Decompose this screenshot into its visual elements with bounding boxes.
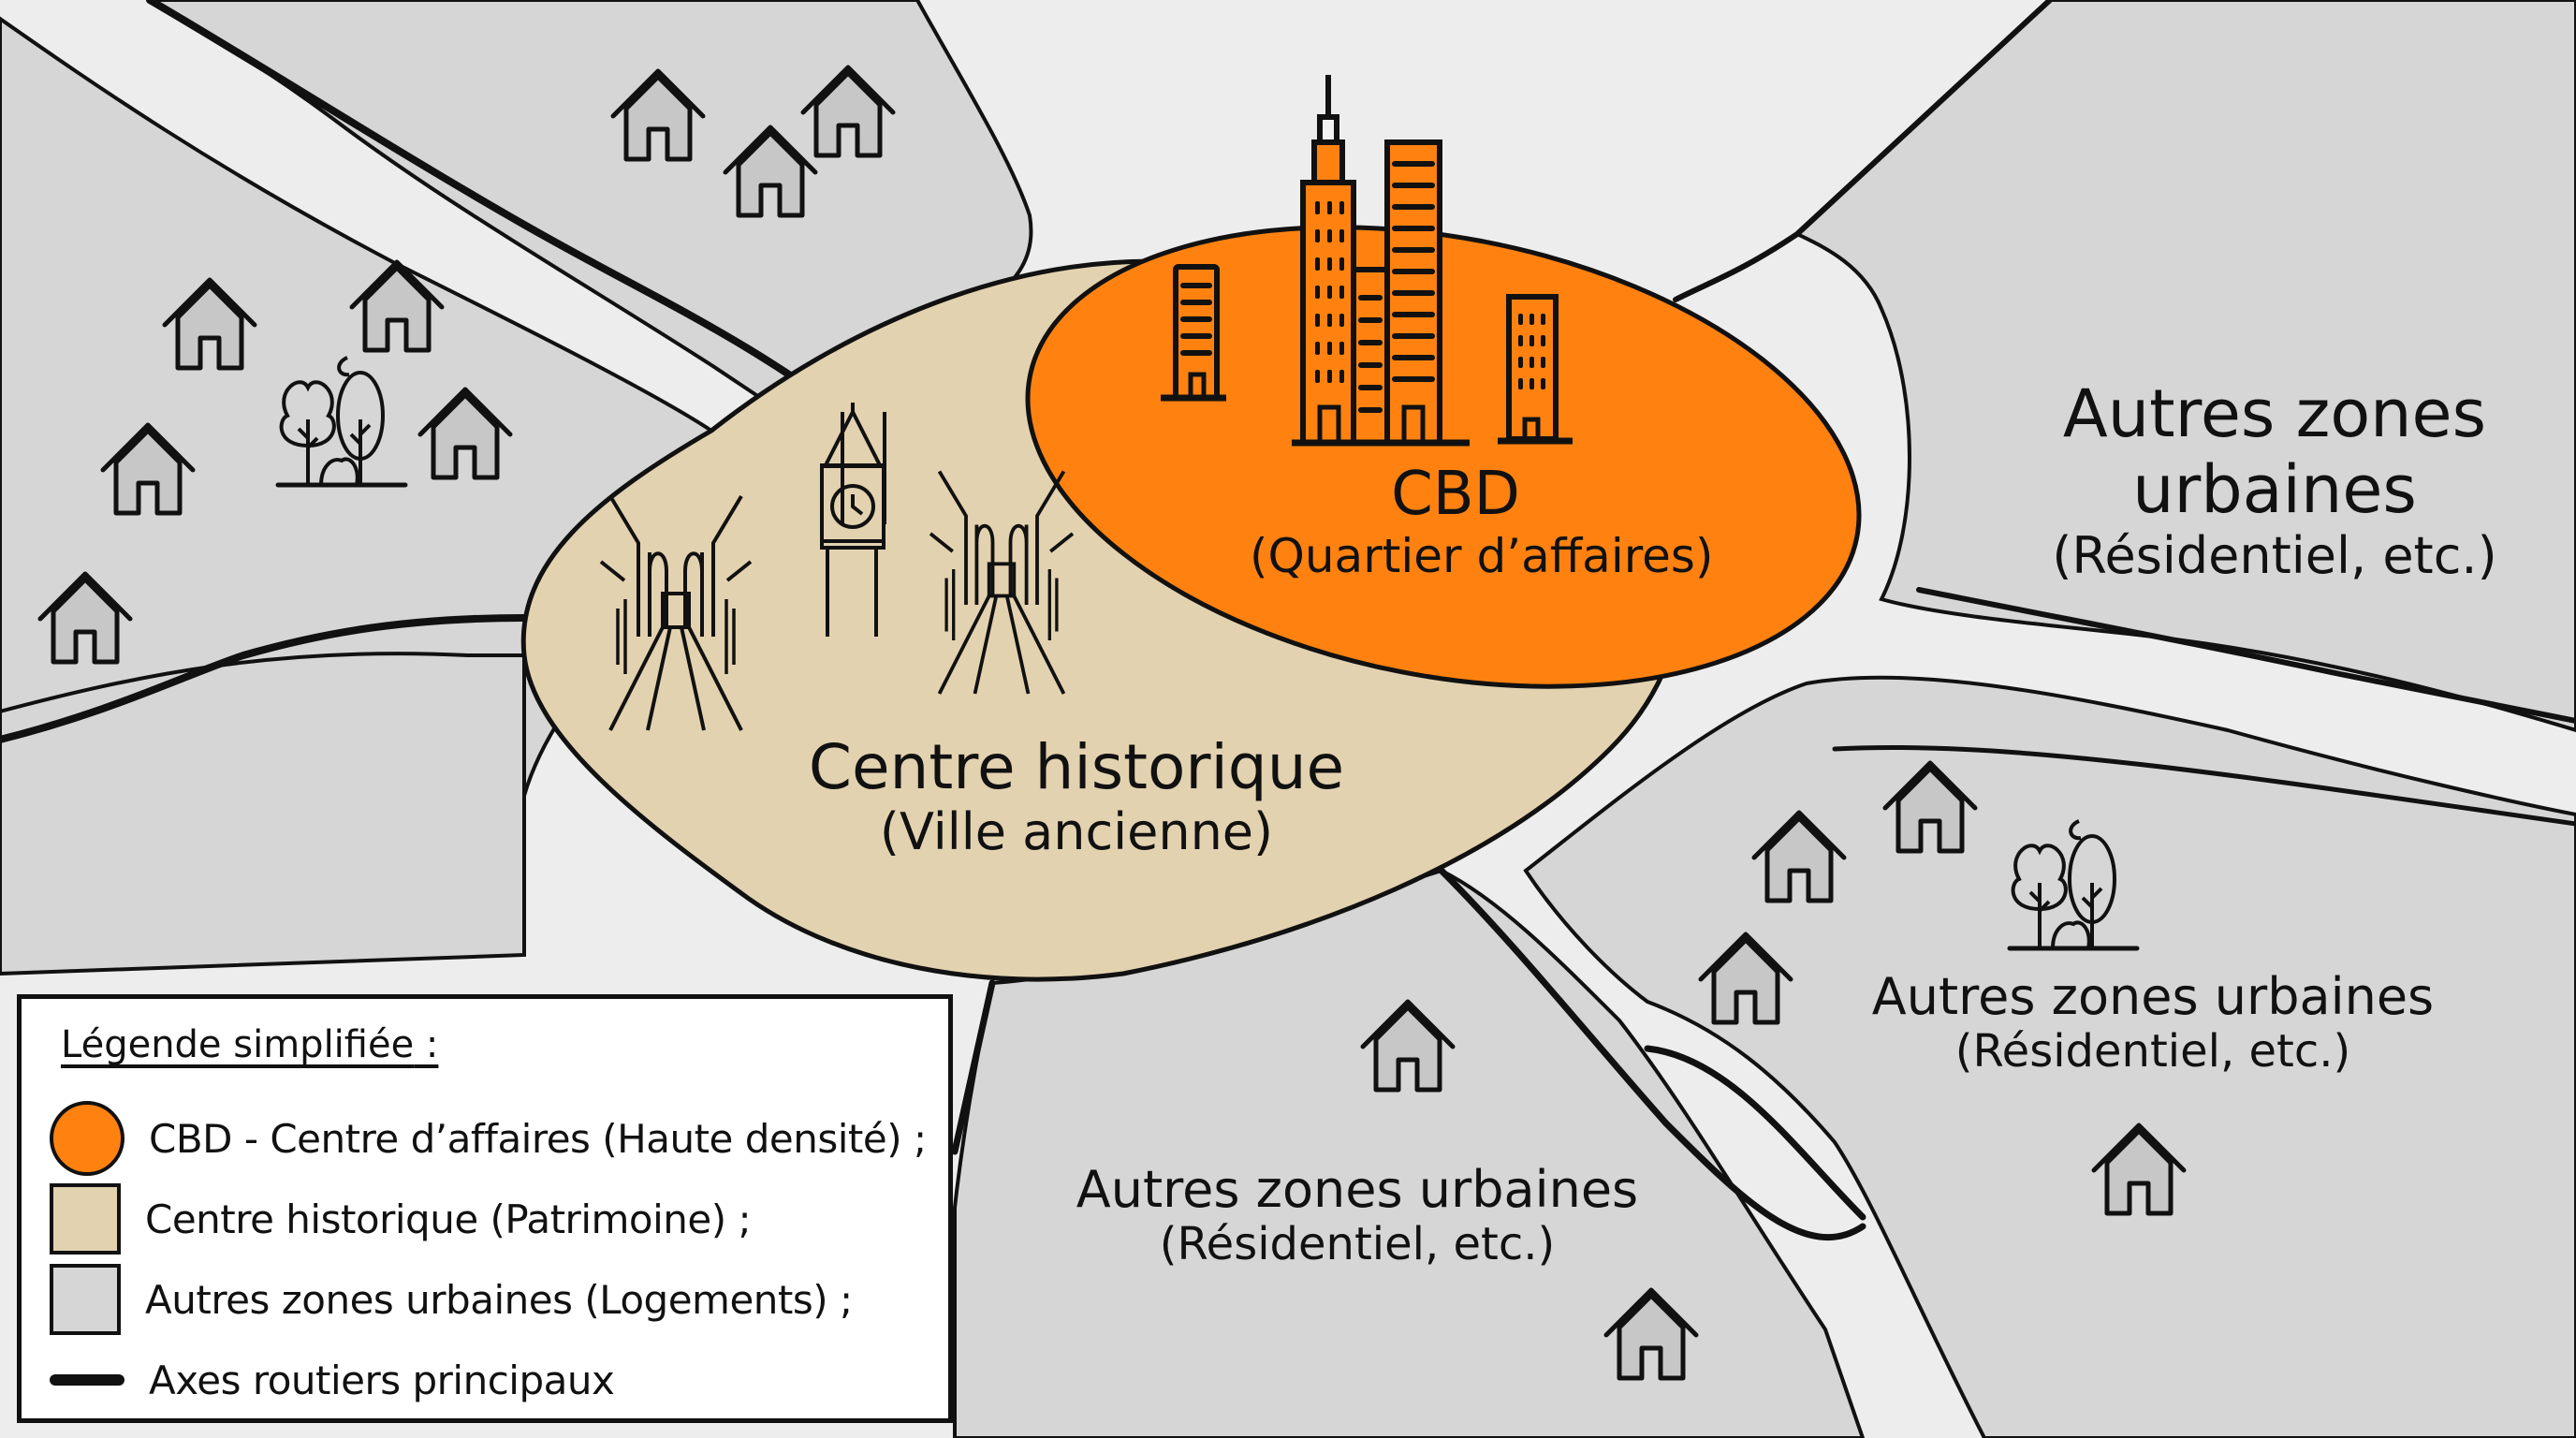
- beige-square-swatch: [50, 1183, 121, 1255]
- southeast-zone-label: Autres zones urbaines (Résidentiel, etc.…: [1816, 967, 2490, 1078]
- legend-item-roads: Axes routiers principaux: [42, 1340, 928, 1420]
- east-title-line1: Autres zones: [2062, 375, 2487, 452]
- south-title: Autres zones urbaines: [1076, 1160, 1639, 1219]
- historic-subtitle: (Ville ancienne): [879, 801, 1274, 861]
- cbd-title: CBD: [1391, 460, 1520, 529]
- zone-cbd: [1025, 225, 1862, 689]
- historic-title: Centre historique: [808, 731, 1345, 803]
- southeast-subtitle: (Résidentiel, etc.): [1954, 1025, 2351, 1078]
- grey-square-swatch: [50, 1264, 121, 1335]
- cbd-subtitle: (Quartier d’affaires): [1250, 528, 1714, 583]
- legend-item-cbd: CBD - Centre d’affaires (Haute densité) …: [42, 1098, 928, 1179]
- main-roads: [0, 0, 2576, 1240]
- orange-circle-swatch: [50, 1101, 124, 1176]
- east-subtitle: (Résidentiel, etc.): [2052, 526, 2497, 585]
- clock-tower-icon: [820, 403, 886, 637]
- cbd-label: CBD (Quartier d’affaires): [1250, 460, 1714, 583]
- southeast-title: Autres zones urbaines: [1871, 967, 2435, 1026]
- south-zone-label: Autres zones urbaines (Résidentiel, etc.…: [1039, 1160, 1676, 1271]
- black-line-swatch: [50, 1374, 124, 1386]
- east-zone-label: Autres zones urbaines (Résidentiel, etc.…: [2012, 376, 2537, 585]
- south-subtitle: (Résidentiel, etc.): [1159, 1218, 1556, 1271]
- legend-item-other-zones: Autres zones urbaines (Logements) ;: [42, 1259, 928, 1340]
- legend-title: Légende simplifiée :: [61, 1023, 439, 1066]
- east-title-line2: urbaines: [2132, 450, 2417, 528]
- historic-center-label: Centre historique (Ville ancienne): [749, 732, 1404, 861]
- map-legend: Légende simplifiée : CBD - Centre d’affa…: [17, 994, 953, 1423]
- legend-item-historic: Centre historique (Patrimoine) ;: [42, 1179, 928, 1259]
